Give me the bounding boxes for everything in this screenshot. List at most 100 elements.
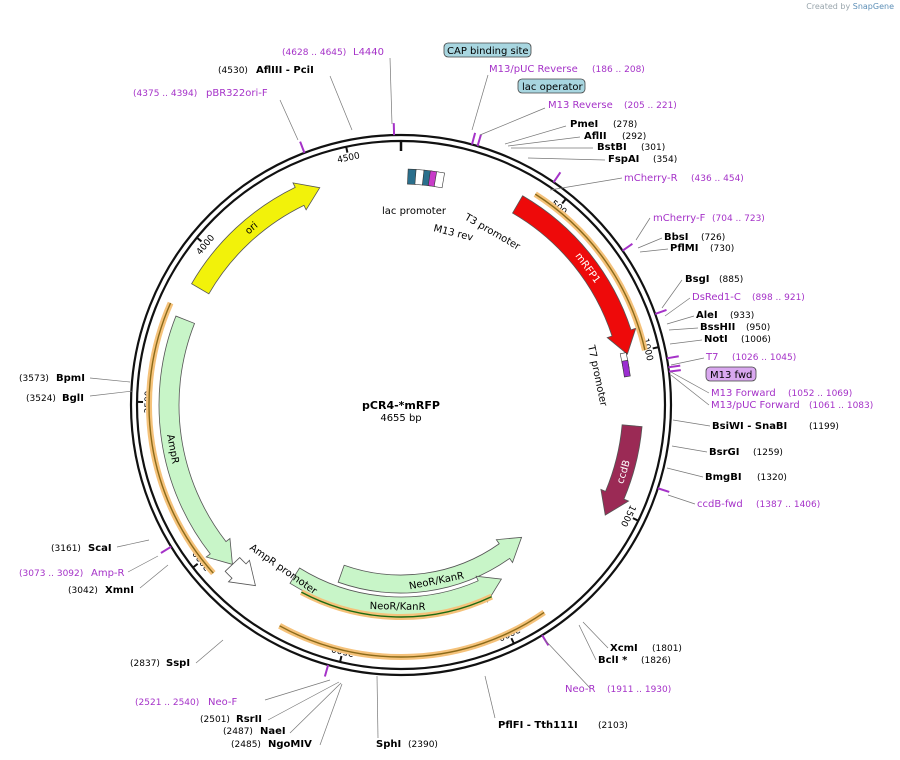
primer-marker <box>476 134 482 147</box>
primer-pos: (205 .. 221) <box>624 101 677 111</box>
enzyme-name: PmeI <box>570 119 598 130</box>
ampr-arrow <box>158 315 233 565</box>
enzyme-name: SspI <box>166 658 190 669</box>
primer-pos: (1911 .. 1930) <box>607 685 671 695</box>
enzyme-name: SphI <box>376 739 401 750</box>
primer-name: Neo-F <box>208 697 238 708</box>
primer-name: Amp-R <box>91 568 125 579</box>
enzyme-name: NaeI <box>260 726 286 737</box>
green-arc <box>301 591 492 618</box>
primer-marker <box>657 487 670 493</box>
primer-name: T7 <box>705 352 718 363</box>
lac-operator-label: lac operator <box>517 78 586 94</box>
enzyme-pos: (2103) <box>598 721 628 731</box>
enzyme-pos: (1801) <box>652 644 682 654</box>
promoter-glyph <box>433 171 445 189</box>
enzyme-name: BbsI <box>664 232 688 243</box>
tick-mark <box>652 346 659 350</box>
enzyme-name: RsrII <box>236 714 262 725</box>
snapgene-credit: Created by SnapGene <box>806 2 894 11</box>
enzyme-name: XcmI <box>610 643 638 654</box>
primer-name: Neo-R <box>565 684 596 695</box>
enzyme-name: AflIII - PciI <box>256 65 314 76</box>
lac-promoter-label: lac promoter <box>382 206 447 217</box>
ccdb-arrow <box>600 424 643 516</box>
enzyme-pos: (933) <box>730 311 754 321</box>
orange-arc-left <box>148 302 214 574</box>
enzyme-name: NgoMIV <box>268 739 312 750</box>
enzyme-pos: (354) <box>653 155 677 165</box>
primer-pos: (2521 .. 2540) <box>135 698 199 708</box>
enzyme-pos: (4530) <box>218 66 248 76</box>
neokan1-arrow <box>337 536 523 594</box>
primer-pos: (1026 .. 1045) <box>732 353 796 363</box>
credit-prefix: Created by <box>806 2 851 11</box>
enzyme-pos: (1199) <box>809 422 839 432</box>
primer-marker <box>654 308 667 315</box>
enzyme-pos: (3161) <box>51 544 81 554</box>
m13-rev-label: M13 rev <box>432 223 474 243</box>
enzyme-pos: (301) <box>641 143 665 153</box>
ampprom-arrow <box>224 556 256 587</box>
primer-name: DsRed1-C <box>692 292 741 303</box>
primer-marker <box>621 242 633 252</box>
enzyme-pos: (1006) <box>741 335 771 345</box>
m13-fwd-label: M13 fwd <box>705 366 757 382</box>
primer-name: mCherry-R <box>624 173 678 184</box>
enzyme-name: NotI <box>704 334 728 345</box>
enzyme-pos: (730) <box>710 244 734 254</box>
enzyme-name: AflII <box>584 131 607 142</box>
tick-mark <box>561 198 567 205</box>
enzyme-name: PflMI <box>670 243 698 254</box>
enzyme-name: BstBI <box>597 142 627 153</box>
primer-marker <box>299 141 306 154</box>
tick-label: 4500 <box>336 151 361 166</box>
primer-name: mCherry-F <box>653 213 706 224</box>
ampr-promoter-label: AmpR promoter <box>247 542 319 597</box>
lac-operator-text: lac operator <box>522 82 583 93</box>
enzyme-pos: (1320) <box>757 473 787 483</box>
tick-mark <box>632 517 639 522</box>
tick-mark <box>196 236 203 243</box>
primer-marker <box>470 132 477 145</box>
primer-name: pBR322ori-F <box>206 88 268 99</box>
leader-lines-static <box>89 57 711 746</box>
primer-name: M13/pUC Forward <box>711 400 800 411</box>
enzyme-pos: (2501) <box>200 715 230 725</box>
enzyme-pos: (2485) <box>231 740 261 750</box>
primer-marker <box>668 369 681 373</box>
enzyme-name: BssHII <box>700 322 735 333</box>
primer-name: L4440 <box>353 47 384 58</box>
enzyme-name: BglI <box>62 393 84 404</box>
enzyme-pos: (278) <box>613 120 637 130</box>
primer-name: ccdB-fwd <box>697 499 743 510</box>
primer-name: M13 Forward <box>711 388 776 399</box>
primer-pos: (1061 .. 1083) <box>809 401 873 411</box>
primer-marker <box>323 664 330 677</box>
tick-mark <box>345 146 349 153</box>
primer-pos: (186 .. 208) <box>592 65 645 75</box>
enzyme-name: BmgBI <box>705 472 742 483</box>
primer-marker <box>668 364 681 369</box>
enzyme-pos: (1826) <box>641 656 671 666</box>
primer-name: M13 Reverse <box>548 100 613 111</box>
primer-marker <box>666 355 679 360</box>
cap-binding-site-label: CAP binding site <box>443 42 532 58</box>
enzyme-name: BpmI <box>56 373 85 384</box>
enzyme-name: BclI * <box>598 655 628 666</box>
cap-binding-site-text: CAP binding site <box>447 46 529 57</box>
small-features <box>160 123 681 677</box>
primer-name: M13/pUC Reverse <box>489 64 578 75</box>
enzyme-pos: (1259) <box>753 448 783 458</box>
enzyme-pos: (292) <box>622 132 646 142</box>
mrfp1-arrow <box>511 195 637 355</box>
enzyme-pos: (885) <box>719 275 743 285</box>
t7-glyph <box>621 359 631 378</box>
enzyme-name: ScaI <box>88 543 112 554</box>
enzyme-name: AleI <box>696 310 718 321</box>
primer-pos: (704 .. 723) <box>712 214 765 224</box>
tick-mark <box>510 637 515 645</box>
ori-arrow <box>191 182 321 295</box>
enzyme-name: BsiWI - SnaBI <box>712 421 787 432</box>
primer-pos: (4628 .. 4645) <box>282 48 346 58</box>
